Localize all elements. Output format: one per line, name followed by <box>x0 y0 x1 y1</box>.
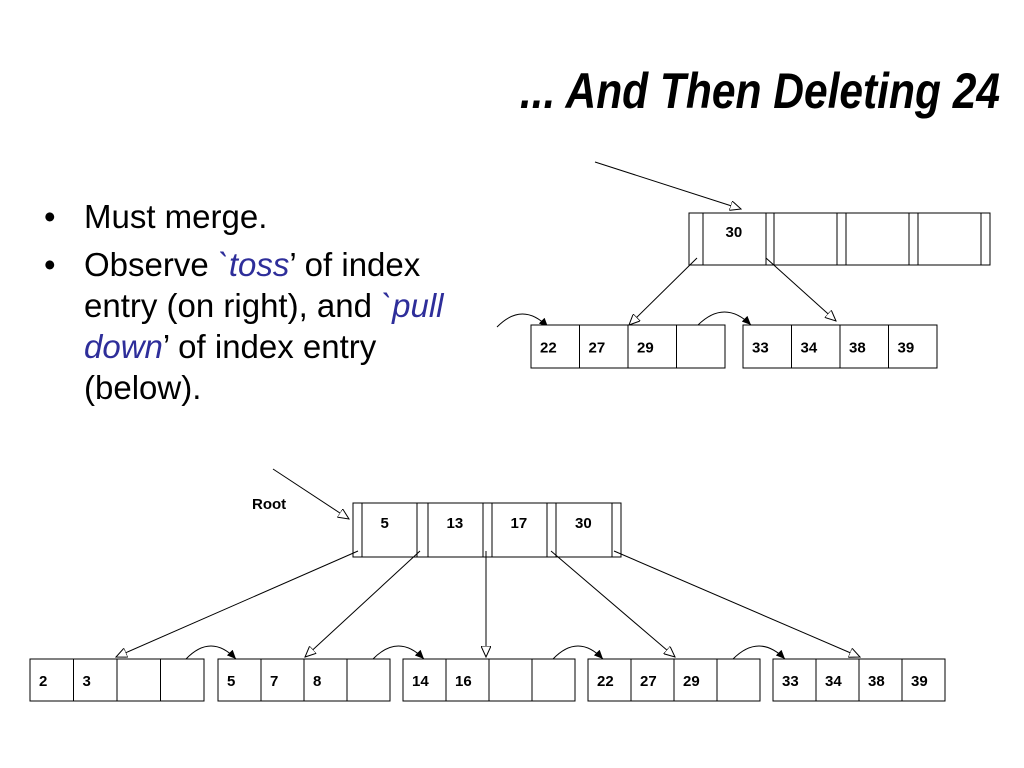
leaf-key: 33 <box>782 673 799 690</box>
index-pointer-arrow <box>116 550 359 657</box>
top-root-pointer-arrow <box>594 161 741 209</box>
leaf-key: 34 <box>825 673 842 690</box>
bottom-index-node: 5 13 17 30 <box>352 502 622 558</box>
bullet-text: Must merge. <box>84 198 268 235</box>
sibling-link-arrow <box>496 313 549 328</box>
highlight-pull-down: `pull down <box>84 287 444 365</box>
upper-tree: 30 22 27 29 33 34 38 39 <box>496 161 991 369</box>
index-node-box <box>352 502 622 558</box>
bottom-leaf-node: 22 27 29 <box>587 658 761 702</box>
top-index-node: 30 <box>688 212 991 266</box>
slide-title: ... And Then Deleting 24 <box>519 63 1000 119</box>
leaf-key: 39 <box>911 673 928 690</box>
leaf-key: 22 <box>540 340 557 357</box>
leaf-key: 39 <box>898 340 915 357</box>
leaf-key: 2 <box>39 673 47 690</box>
root-pointer-arrow <box>272 468 349 519</box>
leaf-key: 38 <box>849 340 866 357</box>
sibling-link-arrow <box>732 645 786 660</box>
index-key: 17 <box>511 515 528 532</box>
leaf-key: 38 <box>868 673 885 690</box>
bullet-list: • Must merge. • Observe `toss’ of index … <box>44 196 484 415</box>
bullet-text-part: ’ of index entry (on right), and <box>84 246 421 324</box>
leaf-key: 27 <box>589 340 606 357</box>
bullet-text-part: Observe <box>84 246 218 283</box>
index-key: 5 <box>381 515 389 532</box>
index-pointer-arrow <box>550 550 675 657</box>
sibling-link-arrow <box>372 645 425 660</box>
sibling-link-arrow <box>697 311 752 326</box>
top-pointer-arrow <box>765 257 836 321</box>
bottom-leaf-node: 33 34 38 39 <box>772 658 946 702</box>
leaf-key: 22 <box>597 673 614 690</box>
top-leaf-node: 33 34 38 39 <box>742 324 938 369</box>
leaf-key: 5 <box>227 673 235 690</box>
bullet-dot: • <box>44 198 56 235</box>
leaf-key: 7 <box>270 673 278 690</box>
bullet-item-merge: • Must merge. <box>44 196 484 237</box>
sibling-link-arrow <box>552 645 604 660</box>
index-pointer-arrow <box>613 550 860 657</box>
index-key: 13 <box>447 515 464 532</box>
bullet-text-part: ’ of index entry (below). <box>84 328 377 406</box>
bottom-leaf-node: 14 16 <box>402 658 576 702</box>
leaf-key: 14 <box>412 673 429 690</box>
leaf-key: 27 <box>640 673 657 690</box>
highlight-toss: `toss <box>217 246 290 283</box>
leaf-key: 29 <box>637 340 654 357</box>
leaf-key: 8 <box>313 673 321 690</box>
top-pointer-arrow <box>629 257 698 325</box>
sibling-link-arrow <box>185 645 237 660</box>
leaf-key: 34 <box>801 340 818 357</box>
index-key: 30 <box>575 515 592 532</box>
leaf-key: 33 <box>752 340 769 357</box>
bottom-leaf-node: 5 7 8 <box>217 658 391 702</box>
root-label: Root <box>252 496 286 513</box>
bullet-dot: • <box>44 246 56 283</box>
index-node-box <box>688 212 991 266</box>
bullet-item-observe: • Observe `toss’ of index entry (on righ… <box>44 244 484 408</box>
leaf-key: 16 <box>455 673 472 690</box>
top-leaf-node: 22 27 29 <box>530 324 726 369</box>
index-pointer-arrow <box>305 550 421 657</box>
index-key: 30 <box>726 224 743 241</box>
leaf-key: 29 <box>683 673 700 690</box>
leaf-key: 3 <box>83 673 91 690</box>
